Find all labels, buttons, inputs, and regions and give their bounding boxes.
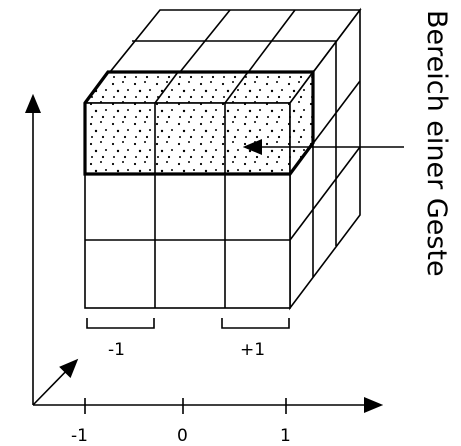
bracket-left-label: -1 — [108, 340, 125, 360]
axis-tick-label: -1 — [71, 426, 88, 446]
axis-tick-label: 1 — [280, 426, 291, 446]
depth-axis — [32, 358, 79, 406]
gesture-region — [83, 69, 315, 177]
bracket-right — [221, 318, 290, 329]
gesture-region-label: Bereich einer Geste — [421, 10, 452, 277]
bracket-left — [86, 318, 155, 329]
axis-tick-label: 0 — [177, 426, 188, 446]
gesture-region-outline — [83, 70, 315, 176]
bracket-right-label: +1 — [240, 340, 265, 360]
